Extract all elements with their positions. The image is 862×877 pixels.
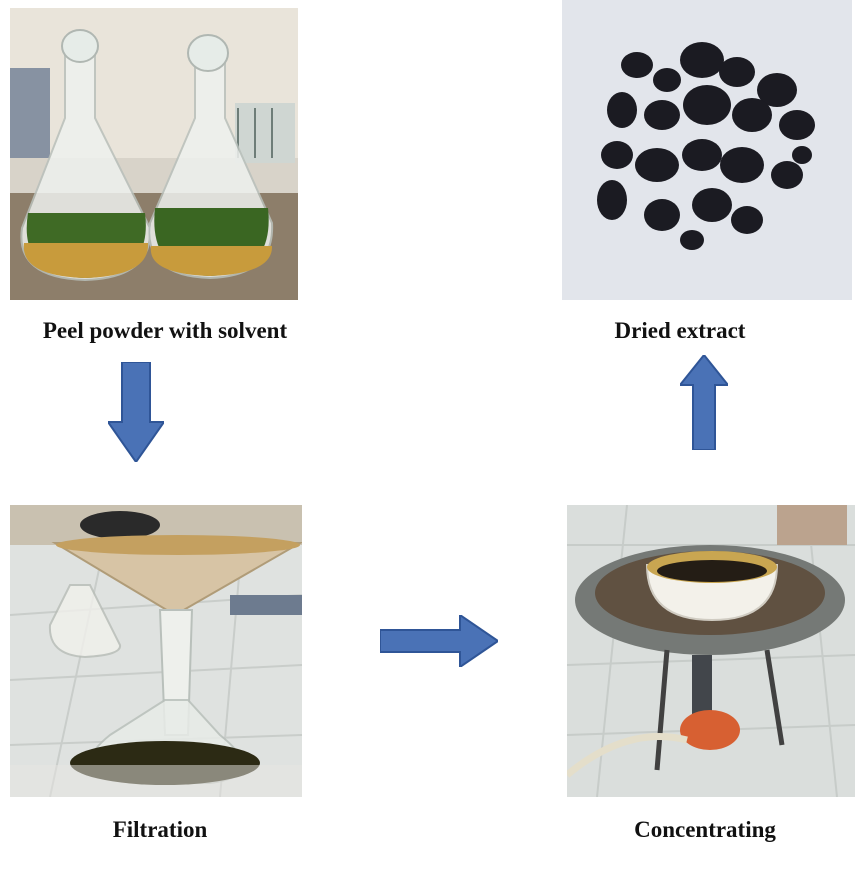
arrow-down-icon xyxy=(108,362,164,462)
peel-powder-photo xyxy=(10,8,298,300)
step-label-dried-extract: Dried extract xyxy=(614,318,746,343)
step-label-filtration: Filtration xyxy=(112,817,208,842)
arrow-right-icon xyxy=(380,615,498,667)
dried-extract-photo xyxy=(562,0,852,300)
concentrating-photo xyxy=(567,505,855,797)
arrow-up-icon xyxy=(680,355,728,450)
step-label-peel-powder: Peel powder with solvent xyxy=(42,318,288,343)
filtration-photo xyxy=(10,505,302,797)
step-label-concentrating: Concentrating xyxy=(634,817,776,842)
